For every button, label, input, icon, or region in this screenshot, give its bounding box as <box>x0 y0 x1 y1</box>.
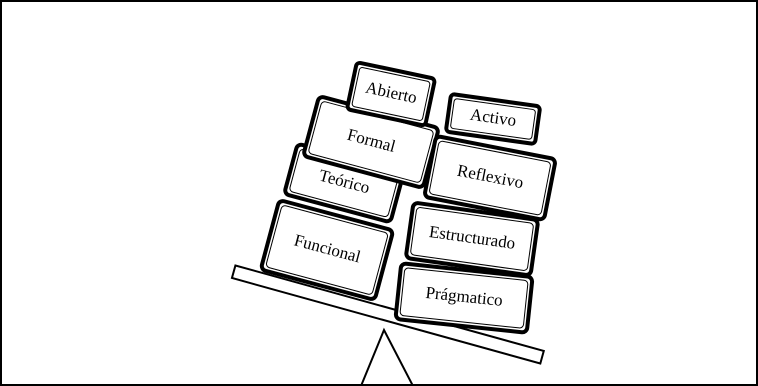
block-pragmatico: Prágmatico <box>393 261 535 335</box>
block-funcional: Funcional <box>259 199 395 301</box>
seesaw-plank <box>230 264 546 365</box>
block-estructurado: Estructurado <box>404 201 540 277</box>
block-activo: Activo <box>444 92 542 146</box>
block-abierto: Abierto <box>345 60 437 128</box>
fulcrum-triangle <box>360 327 414 386</box>
block-reflexivo: Reflexivo <box>423 134 557 222</box>
block-teorico: Teórico <box>283 142 405 224</box>
